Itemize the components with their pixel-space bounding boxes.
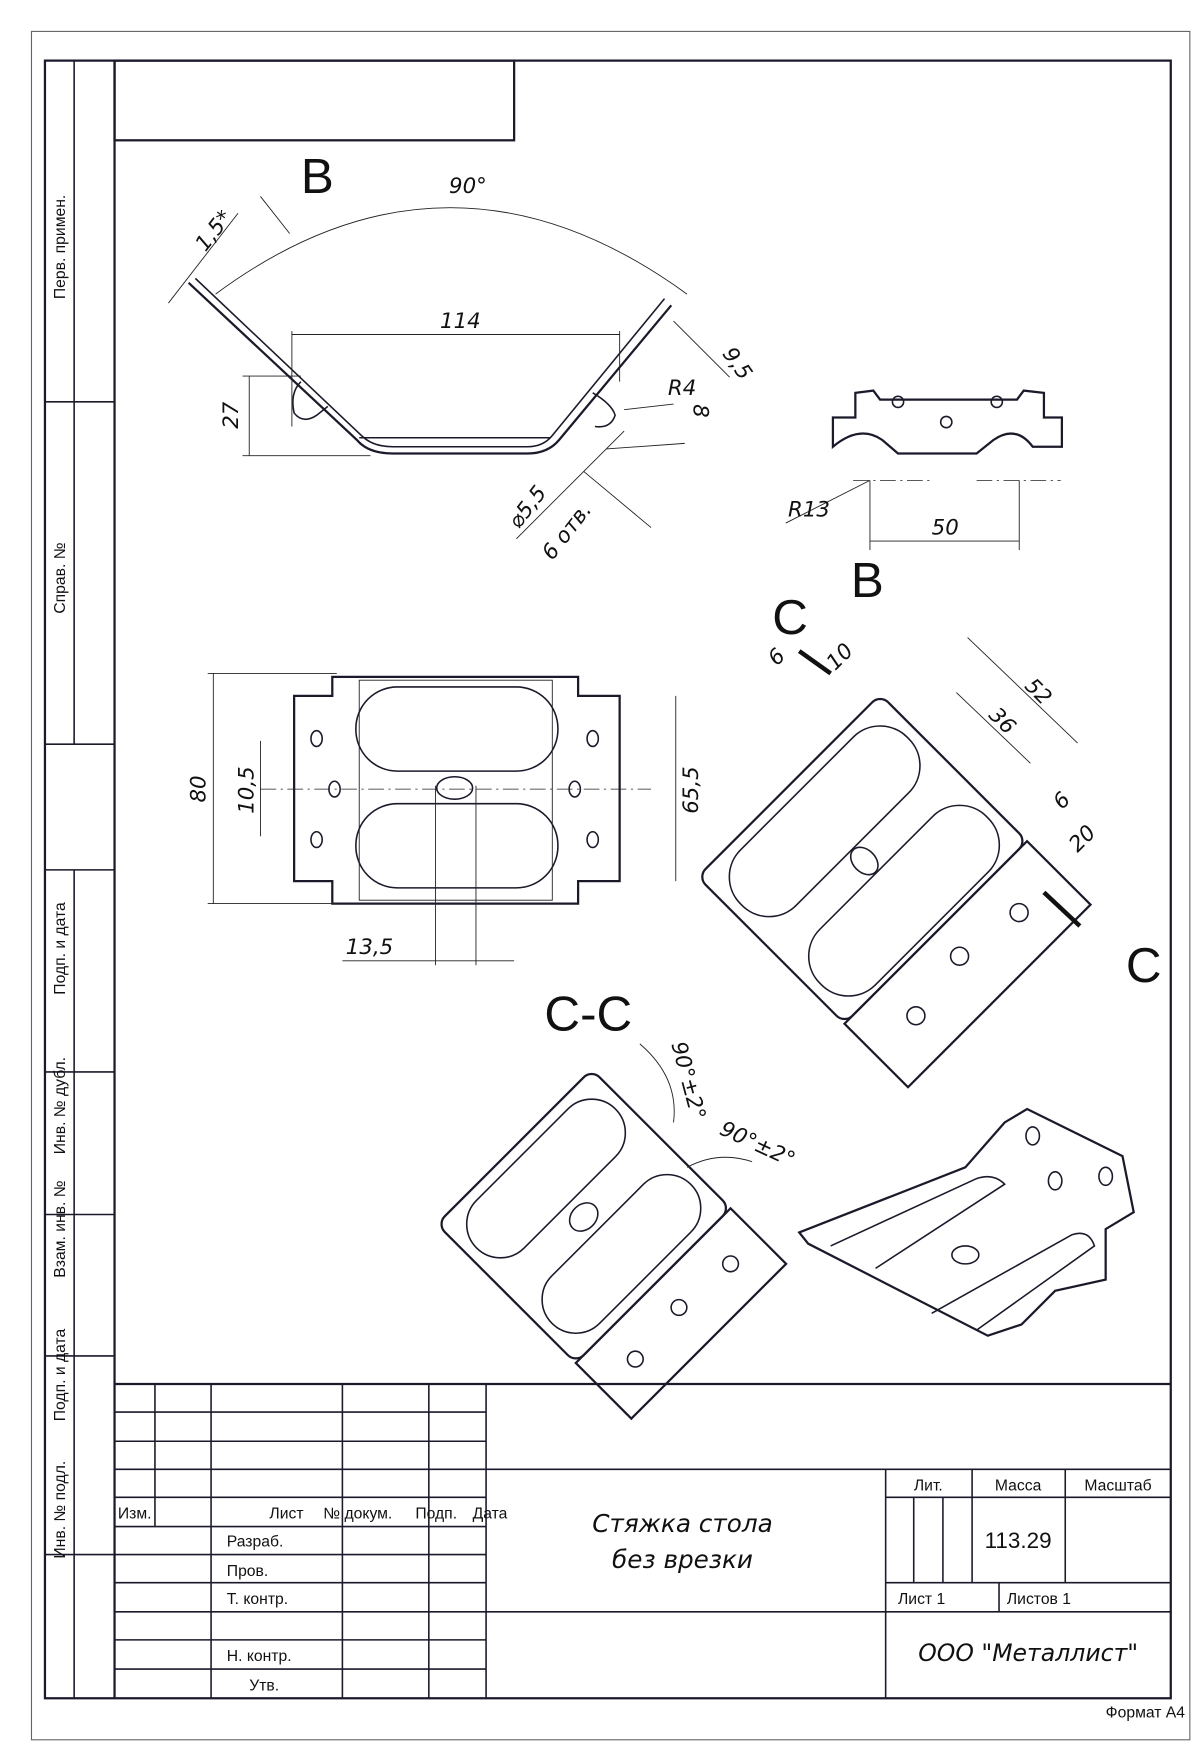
plan-view: 80 10,5 65,5 13,5 (186, 673, 704, 966)
side-view-small: 50 R13 (785, 389, 1064, 550)
dim-angle-90: 90° (449, 174, 487, 199)
section-mark-label-2: C (1126, 938, 1162, 993)
dim-6b: 6 (1048, 787, 1075, 814)
dim-thickness: 1,5* (190, 205, 237, 256)
side-label-vzam-inv: Взам. инв. № (52, 1180, 69, 1277)
header-list: Лист (269, 1506, 303, 1523)
dim-10-5: 10,5 (235, 766, 260, 813)
sheet-count: Листов 1 (1007, 1591, 1071, 1608)
dim-radius-r4: R4 (668, 376, 696, 401)
role-razrab: Разраб. (227, 1534, 284, 1551)
top-left-box (113, 59, 516, 142)
side-strip: Перв. примен. Справ. № Подп. и дата Инв.… (44, 60, 115, 1699)
isometric-view (797, 1107, 1135, 1337)
mass-value: 113.29 (985, 1528, 1052, 1553)
dim-50: 50 (932, 515, 959, 540)
drawing-title-line2: без врезки (612, 1545, 753, 1574)
dim-angle-tol-1: 90°±2° (665, 1039, 710, 1123)
section-view-label: C-C (544, 986, 632, 1041)
side-label-inv-podl: Инв. № подл. (52, 1461, 69, 1559)
header-date: Дата (473, 1506, 508, 1523)
view-b-profile: B 90° 1,5* 114 27 9,5 R4 8 ⌀5,5 6 отв. (168, 149, 757, 565)
dim-8: 8 (688, 404, 713, 418)
header-doc-no: № докум. (323, 1506, 392, 1523)
dim-hole-diameter: ⌀5,5 (504, 481, 552, 533)
rotated-view: B C C 52 36 6 10 6 20 (701, 553, 1162, 1089)
side-label-perv-primen: Перв. примен. (52, 195, 69, 299)
dim-13-5: 13,5 (346, 935, 393, 960)
view-b-arrow-label: B (851, 553, 884, 608)
dim-radius-r13: R13 (788, 497, 830, 522)
side-label-sprav-no: Справ. № (52, 542, 69, 613)
role-utv: Утв. (249, 1677, 279, 1694)
sheet-number: Лист 1 (898, 1591, 945, 1608)
mass-label: Масса (995, 1478, 1042, 1495)
section-mark-label: C (772, 590, 808, 645)
dim-80: 80 (186, 775, 211, 802)
dim-width-114: 114 (440, 309, 481, 334)
company-name: ООО "Металлист" (918, 1639, 1138, 1667)
scale-label: Масштаб (1084, 1478, 1151, 1495)
format-label: Формат А4 (1106, 1704, 1186, 1721)
role-prov: Пров. (227, 1563, 268, 1580)
section-c-c-view: C-C 90°±2° 90°±2° (440, 986, 799, 1421)
view-b-label: B (301, 149, 334, 204)
dim-65-5: 65,5 (679, 766, 704, 813)
header-sign: Подп. (415, 1506, 457, 1523)
side-label-podp-data-1: Подп. и дата (52, 902, 69, 995)
title-block: Изм. Лист № докум. Подп. Дата Разраб. Пр… (114, 1382, 1186, 1721)
dim-height-27: 27 (219, 401, 244, 429)
dim-52: 52 (1019, 674, 1056, 711)
outer-border (30, 30, 1191, 1741)
dim-9-5: 9,5 (717, 343, 757, 385)
dim-20: 20 (1064, 820, 1101, 857)
role-n-kontr: Н. контр. (227, 1648, 292, 1665)
inner-frame (43, 59, 1172, 1700)
header-izm: Изм. (118, 1506, 152, 1523)
drawing-title-line1: Стяжка стола (592, 1509, 773, 1538)
lit-label: Лит. (914, 1478, 943, 1495)
side-label-inv-dubl: Инв. № дубл. (52, 1057, 69, 1154)
side-label-podp-data-2: Подп. и дата (52, 1328, 69, 1421)
role-t-kontr: Т. контр. (227, 1591, 288, 1608)
dim-6a: 6 (763, 644, 790, 671)
dim-angle-tol-2: 90°±2° (716, 1116, 799, 1172)
dim-36: 36 (984, 703, 1021, 740)
dim-hole-count: 6 отв. (537, 498, 597, 565)
